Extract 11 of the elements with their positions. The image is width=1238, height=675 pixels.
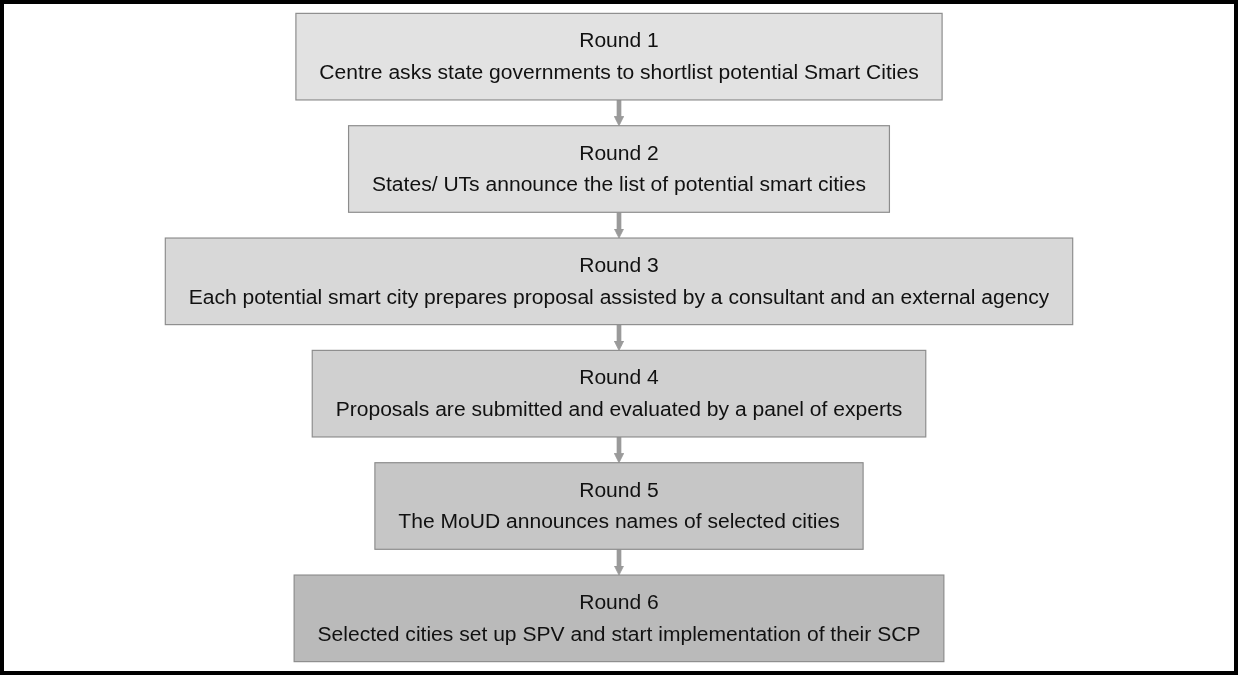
node-box: Round 6 Selected cities set up SPV and start implementation of their SCP: [293, 574, 945, 663]
arrow: [613, 324, 625, 351]
arrow: [613, 549, 625, 576]
node-box: Round 4 Proposals are submitted and evaluated by a panel of experts: [311, 349, 927, 438]
arrow: [613, 212, 625, 239]
arrow: [613, 99, 625, 127]
node-box: Round 2 States/ UTs announce the list of potential smart cities: [347, 125, 891, 213]
node-box: Round 5 The MoUD announces names of selected cities: [374, 462, 864, 550]
arrow: [613, 436, 625, 464]
node-box: Round 1 Centre asks state governments to shortlist potential Smart Cities: [295, 12, 943, 101]
node-box: Round 3 Each potential smart city prepares proposal assisted by a consultant and an external agency: [164, 237, 1074, 326]
